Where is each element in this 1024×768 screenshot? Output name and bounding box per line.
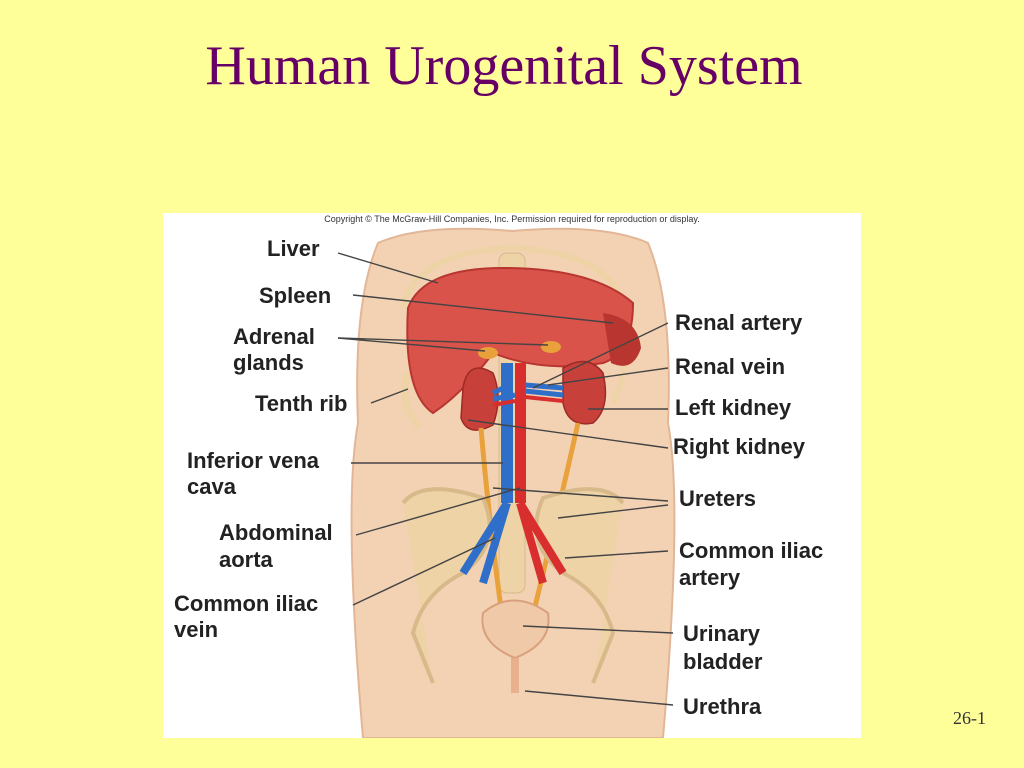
label-urinary-bladder-1: Urinary <box>683 621 761 646</box>
label-adrenal-glands-1: Adrenal <box>233 324 315 349</box>
label-adrenal-glands-2: glands <box>233 350 304 375</box>
anatomy-illustration <box>337 227 676 738</box>
label-right-kidney: Right kidney <box>673 434 806 459</box>
iliac-veins <box>459 500 511 585</box>
tenth-rib-shape <box>401 372 422 431</box>
label-spleen: Spleen <box>259 283 332 308</box>
adrenal-gland-right <box>478 347 498 359</box>
label-inferior-vena-cava-2: cava <box>187 474 236 499</box>
label-abdominal-aorta-1: Abdominal <box>219 520 333 545</box>
label-inferior-vena-cava-1: Inferior vena <box>187 448 320 473</box>
label-common-iliac-vein-2: vein <box>174 617 219 642</box>
label-liver: Liver <box>267 236 320 261</box>
label-left-kidney: Left kidney <box>675 395 792 420</box>
slide-title: Human Urogenital System <box>205 35 803 97</box>
iliac-arteries <box>516 500 567 585</box>
bladder-shape <box>481 599 550 660</box>
label-common-iliac-artery-1: Common iliac <box>679 538 824 563</box>
right-kidney-shape <box>460 367 499 431</box>
label-abdominal-aorta-2: aorta <box>219 547 273 572</box>
spleen-shape <box>603 313 641 366</box>
slide-number: 26-1 <box>953 708 986 728</box>
aorta-shape <box>515 363 526 503</box>
adrenal-gland-left <box>541 341 561 353</box>
label-tenth-rib: Tenth rib <box>255 391 348 416</box>
liver-shape <box>406 266 635 415</box>
urethra-shape <box>511 658 519 693</box>
copyright-notice: Copyright © The McGraw-Hill Companies, I… <box>324 214 700 224</box>
label-urethra: Urethra <box>683 694 762 719</box>
anatomy-figure: Copyright © The McGraw-Hill Companies, I… <box>163 213 861 738</box>
label-renal-artery: Renal artery <box>675 310 803 335</box>
leader-lines <box>337 252 674 706</box>
label-urinary-bladder-2: bladder <box>683 649 763 674</box>
vena-cava-shape <box>501 363 513 503</box>
label-renal-vein: Renal vein <box>675 354 786 379</box>
renal-vessels <box>491 382 564 402</box>
label-common-iliac-vein-1: Common iliac <box>174 591 319 616</box>
pelvis-shape <box>401 487 625 684</box>
label-ureters: Ureters <box>679 486 757 511</box>
label-common-iliac-artery-2: artery <box>679 565 741 590</box>
renal-arteries <box>492 395 564 407</box>
